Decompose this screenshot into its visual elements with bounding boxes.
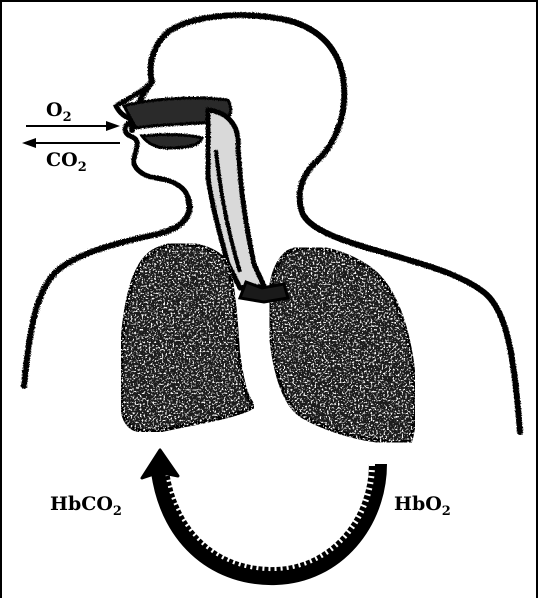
circulation-arrow-body (160, 464, 378, 576)
inhaled-gas-label: O2 (46, 99, 72, 125)
inhale-arrowhead (106, 121, 120, 131)
hbo2-main: HbO (394, 493, 442, 515)
circulation-arrowhead (142, 450, 178, 478)
exhaled-gas-main: CO (46, 149, 78, 171)
right-lung (270, 248, 415, 443)
inhaled-gas-main: O (46, 99, 63, 121)
lungs (121, 244, 414, 442)
exhaled-gas-subscript: 2 (78, 160, 87, 175)
hbco2-subscript: 2 (113, 504, 122, 519)
oral-cavity (142, 135, 202, 148)
hbo2-label: HbO2 (394, 493, 451, 519)
inhaled-gas-subscript: 2 (63, 110, 72, 125)
gas-exchange-arrows (22, 121, 120, 148)
body-silhouette (24, 15, 520, 432)
hbco2-main: HbCO (50, 493, 113, 515)
exhale-arrowhead (22, 138, 36, 148)
circulation-arrow (142, 450, 378, 576)
exhaled-gas-label: CO2 (46, 149, 87, 175)
hbco2-label: HbCO2 (50, 493, 122, 519)
hbo2-subscript: 2 (442, 504, 451, 519)
